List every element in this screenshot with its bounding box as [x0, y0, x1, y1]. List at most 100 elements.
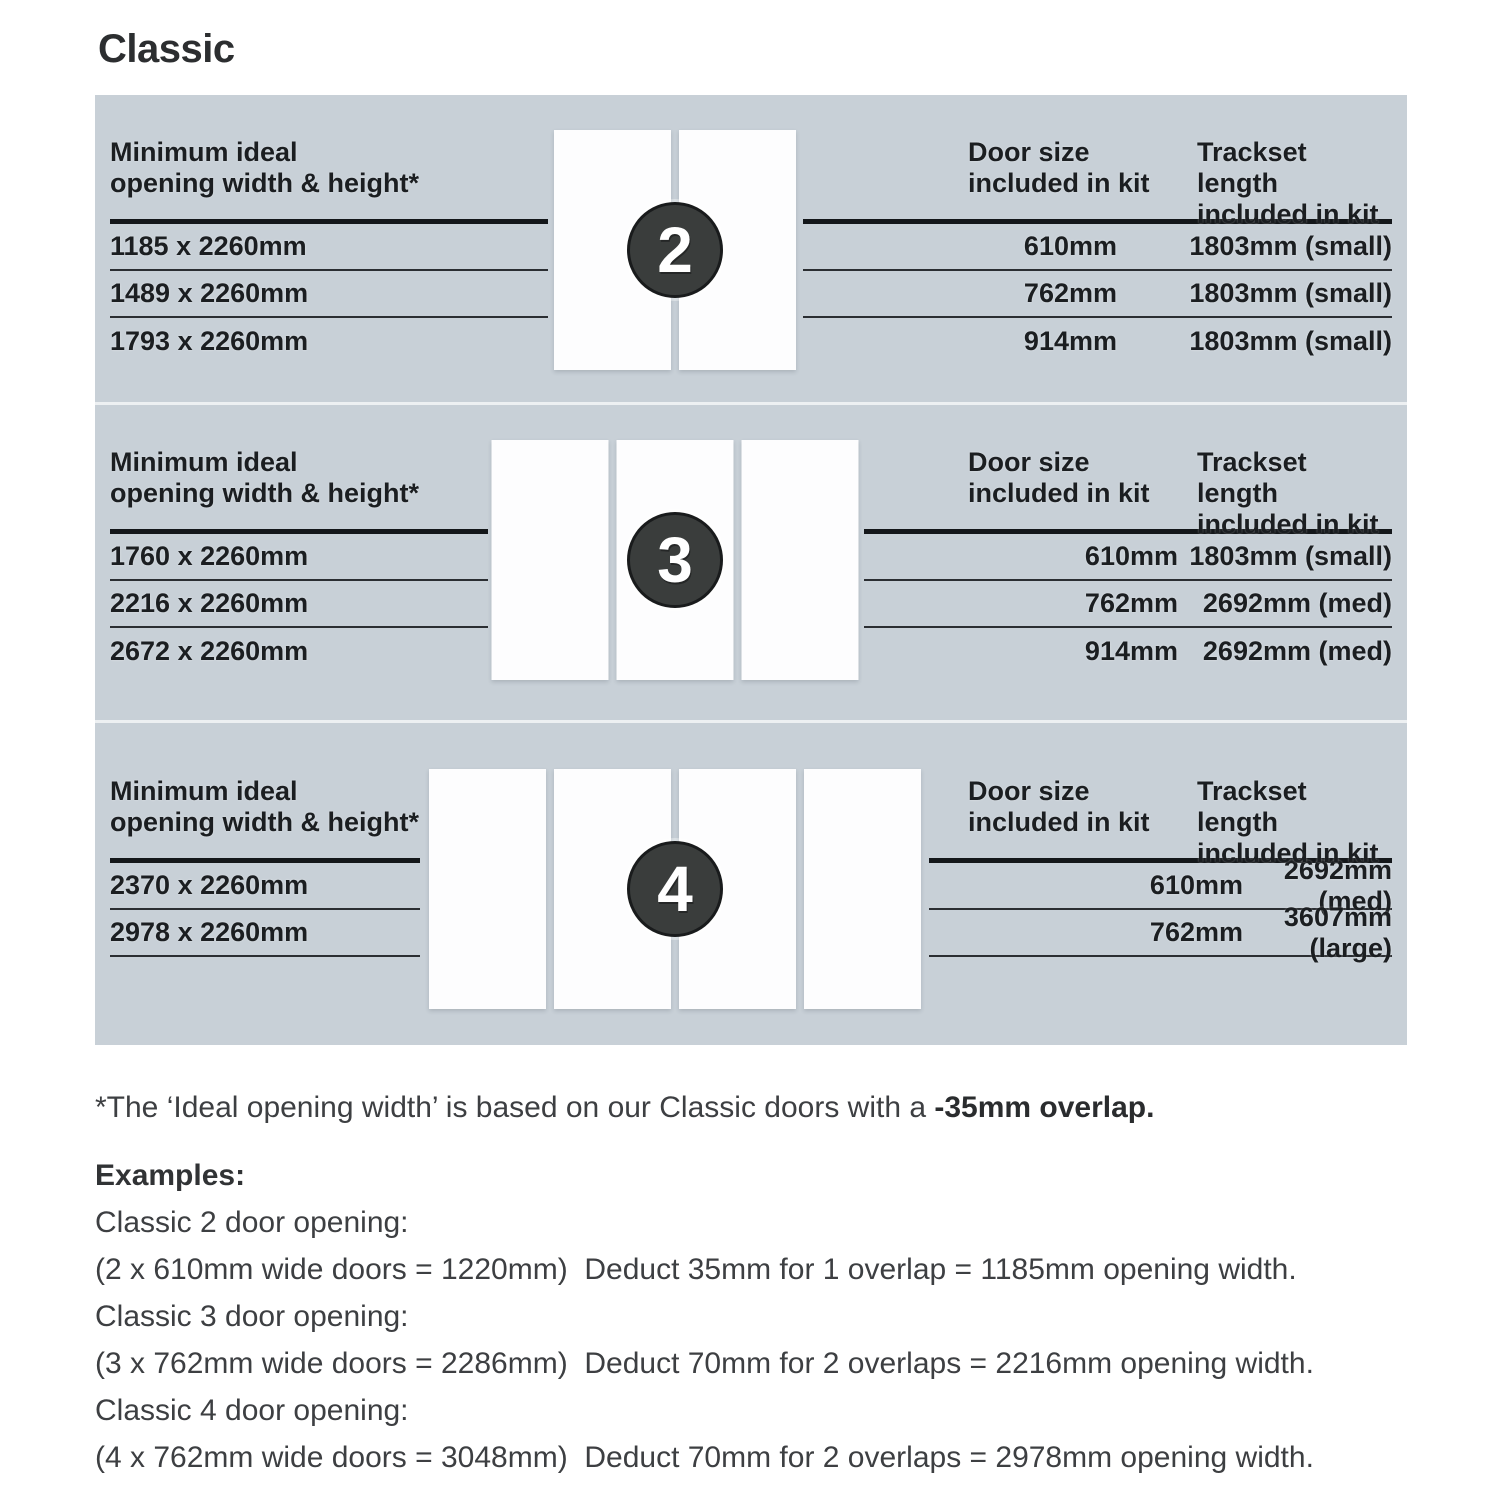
header-rule — [110, 529, 488, 534]
door-size-header-line2: included in kit — [968, 478, 1150, 508]
table-row: 762mm 1803mm (small) — [803, 271, 1392, 318]
door-count-badge: 2 — [627, 202, 723, 298]
table-row: 1793 x 2260mm — [110, 318, 548, 365]
section-3-door: Minimum ideal opening width & height* 17… — [95, 402, 1407, 720]
table-row: 2370 x 2260mm — [110, 863, 420, 910]
table-row: 610mm 1803mm (small) — [803, 224, 1392, 271]
trackset-header: Trackset length included in kit — [1197, 447, 1392, 540]
left-header-line2: opening width & height* — [110, 168, 419, 198]
door-size-header-line1: Door size — [968, 137, 1090, 167]
door-size-value: 762mm — [1023, 278, 1117, 308]
right-table: Door size included in kit Trackset lengt… — [803, 447, 1392, 675]
door-size-value: 762mm — [1084, 588, 1178, 618]
door-panel — [491, 440, 609, 680]
table-row: 1185 x 2260mm — [110, 224, 548, 271]
left-table-header: Minimum ideal opening width & height* — [110, 776, 420, 858]
left-header-line2: opening width & height* — [110, 478, 419, 508]
trackset-header-line1: Trackset length — [1197, 447, 1307, 508]
bottom-text-block: *The ‘Ideal opening width’ is based on o… — [95, 1090, 1440, 1481]
right-table-header: Door size included in kit Trackset lengt… — [803, 447, 1392, 539]
door-size-header: Door size included in kit — [968, 137, 1150, 199]
section-2-door: Minimum ideal opening width & height* 11… — [95, 95, 1407, 402]
door-size-header: Door size included in kit — [968, 776, 1150, 838]
left-table: Minimum ideal opening width & height* 23… — [110, 776, 420, 957]
table-row: 2216 x 2260mm — [110, 581, 488, 628]
footnote: *The ‘Ideal opening width’ is based on o… — [95, 1090, 1440, 1126]
trackset-value: 3607mm (large) — [1283, 901, 1392, 963]
footnote-regular: *The ‘Ideal opening width’ is based on o… — [95, 1091, 935, 1124]
opening-size-value: 1793 x 2260mm — [110, 326, 309, 356]
table-row: 1489 x 2260mm — [110, 271, 548, 318]
header-rule — [929, 858, 1392, 863]
trackset-value: 1803mm (small) — [1189, 231, 1392, 261]
trackset-header-line2: included in kit — [1197, 509, 1379, 539]
opening-size-value: 2370 x 2260mm — [110, 870, 309, 900]
trackset-header-line1: Trackset length — [1197, 776, 1307, 837]
left-table: Minimum ideal opening width & height* 17… — [110, 447, 488, 675]
left-table-header: Minimum ideal opening width & height* — [110, 447, 488, 529]
example-line: Classic 4 door opening: — [95, 1394, 409, 1427]
table-row: 610mm 1803mm (small) — [864, 534, 1392, 581]
opening-size-value: 2978 x 2260mm — [110, 917, 309, 947]
door-size-value: 610mm — [1149, 870, 1243, 900]
table-row: 2978 x 2260mm — [110, 910, 420, 957]
door-panel — [804, 769, 921, 1009]
badge-number: 4 — [657, 853, 693, 925]
example-line: Classic 2 door opening: — [95, 1206, 409, 1239]
table-row: 914mm 2692mm (med) — [864, 628, 1392, 675]
door-diagram-2 — [554, 130, 796, 370]
right-table: Door size included in kit Trackset lengt… — [803, 776, 1392, 963]
opening-size-value: 1185 x 2260mm — [110, 231, 307, 261]
header-rule — [110, 219, 548, 224]
badge-number: 2 — [657, 214, 693, 286]
example-line: Classic 3 door opening: — [95, 1300, 409, 1333]
trackset-header-line2: included in kit — [1197, 838, 1379, 868]
left-header-line1: Minimum ideal — [110, 447, 298, 477]
table-row: 1760 x 2260mm — [110, 534, 488, 581]
header-rule — [110, 858, 420, 863]
door-size-value: 914mm — [1084, 636, 1178, 666]
trackset-value: 2692mm (med) — [1202, 636, 1392, 666]
opening-size-value: 2216 x 2260mm — [110, 588, 309, 618]
page-title: Classic — [98, 27, 235, 71]
door-panel — [741, 440, 859, 680]
opening-size-value: 1760 x 2260mm — [110, 541, 309, 571]
left-header-line1: Minimum ideal — [110, 776, 298, 806]
left-table: Minimum ideal opening width & height* 11… — [110, 137, 548, 365]
door-size-value: 610mm — [1084, 541, 1178, 571]
right-table-header: Door size included in kit Trackset lengt… — [803, 137, 1392, 229]
trackset-value: 2692mm (med) — [1283, 854, 1392, 916]
trackset-value: 1803mm (small) — [1189, 278, 1392, 308]
header-rule — [803, 219, 1392, 224]
trackset-header: Trackset length included in kit — [1197, 776, 1392, 869]
door-size-header-line2: included in kit — [968, 807, 1150, 837]
door-size-header-line1: Door size — [968, 776, 1090, 806]
table-row: 2672 x 2260mm — [110, 628, 488, 675]
opening-size-value: 2672 x 2260mm — [110, 636, 309, 666]
trackset-value: 2692mm (med) — [1202, 588, 1392, 618]
door-size-value: 762mm — [1149, 917, 1243, 947]
door-size-value: 610mm — [1023, 231, 1117, 261]
examples-block: Examples: Classic 2 door opening: (2 x 6… — [95, 1152, 1440, 1481]
left-table-header: Minimum ideal opening width & height* — [110, 137, 548, 219]
left-header-line2: opening width & height* — [110, 807, 419, 837]
door-size-value: 914mm — [1023, 326, 1117, 356]
opening-size-value: 1489 x 2260mm — [110, 278, 309, 308]
trackset-header-line2: included in kit — [1197, 199, 1379, 229]
table-row: 762mm 2692mm (med) — [864, 581, 1392, 628]
door-count-badge: 3 — [627, 512, 723, 608]
footnote-bold: -35mm overlap. — [934, 1091, 1155, 1124]
table-row: 914mm 1803mm (small) — [803, 318, 1392, 365]
spec-panel: Minimum ideal opening width & height* 11… — [95, 95, 1407, 1045]
example-line: (3 x 762mm wide doors = 2286mm) Deduct 7… — [95, 1347, 1314, 1380]
right-table-header: Door size included in kit Trackset lengt… — [803, 776, 1392, 868]
table-row: 762mm 3607mm (large) — [929, 902, 1392, 963]
door-count-badge: 4 — [627, 841, 723, 937]
section-4-door: Minimum ideal opening width & height* 23… — [95, 720, 1407, 1045]
trackset-header: Trackset length included in kit — [1197, 137, 1392, 230]
door-size-header-line2: included in kit — [968, 168, 1150, 198]
door-size-header: Door size included in kit — [968, 447, 1150, 509]
example-line: (4 x 762mm wide doors = 3048mm) Deduct 7… — [95, 1441, 1314, 1474]
trackset-value: 1803mm (small) — [1189, 326, 1392, 356]
table-row: 610mm 2692mm (med) — [929, 855, 1392, 916]
